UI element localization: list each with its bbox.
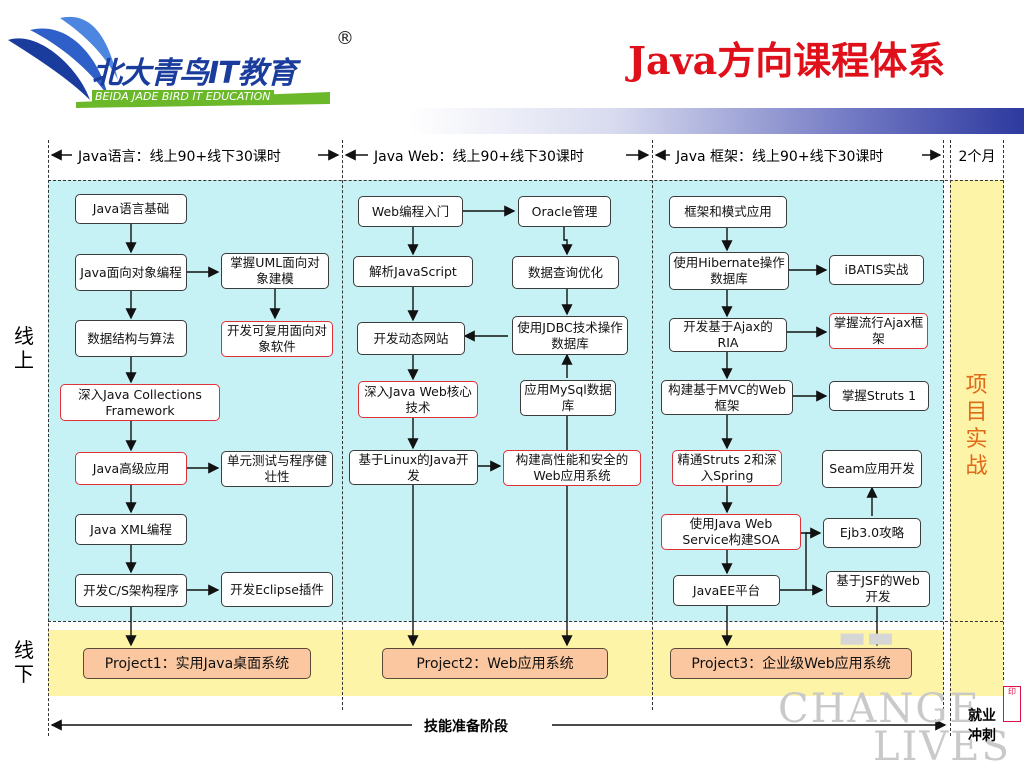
course-jsf: 基于JSF的Web开发 [826,571,930,607]
course-ajax-ria: 开发基于Ajax的RIA [669,318,787,352]
brand-logo: 北大青鸟IT教育 BEIDA JADE BIRD IT EDUCATION ® [0,0,360,112]
course-mvc-framework: 构建基于MVC的Web框架 [661,380,793,415]
practice-zone [950,180,1003,696]
course-struts1: 掌握Struts 1 [829,381,929,411]
divider-top [48,180,1003,181]
course-ejb3: Ejb3.0攻略 [823,518,921,548]
header-gradient-band [0,108,1024,134]
registered-mark: ® [336,28,354,49]
brand-name: 北大青鸟IT教育 [92,56,297,91]
course-reusable-oo: 开发可复用面向对象软件 [221,321,333,357]
course-jdbc: 使用JDBC技术操作数据库 [512,316,628,355]
job-sprint-label: 就业冲刺 [968,708,996,744]
course-java-advanced: Java高级应用 [75,452,187,485]
phase-label-web: Java Web：线上90+线下30课时 [372,146,586,166]
course-ibatis: iBATIS实战 [829,255,924,285]
side-label-online: 线上 [14,324,34,372]
phase-label-practice: 2个月 [958,149,996,165]
project-2: Project2：Web应用系统 [382,648,608,679]
course-cs-dev: 开发C/S架构程序 [75,574,187,607]
divider-3 [943,140,944,710]
course-ajax-frameworks: 掌握流行Ajax框架 [829,313,928,349]
project-1: Project1：实用Java桌面系统 [83,648,311,679]
side-label-offline: 线下 [14,638,34,686]
divider-1 [342,140,343,710]
practice-label: 项目实战 [965,373,988,479]
divider-4 [950,140,951,736]
divider-2 [652,140,653,710]
course-struts2-spring: 精通Struts 2和深入Spring [672,450,782,486]
course-javascript: 解析JavaScript [353,256,473,287]
course-data-structures: 数据结构与算法 [75,320,187,357]
course-java-web-core: 深入Java Web核心技术 [358,381,478,418]
skills-stage-label: 技能准备阶段 [420,716,512,736]
brand-english: BEIDA JADE BIRD IT EDUCATION [92,90,274,103]
course-collections: 深入Java Collections Framework [60,384,220,421]
watermark-change: CHANGE [778,686,981,732]
course-oracle: Oracle管理 [518,196,611,227]
divider-mid [48,621,1003,622]
phase-label-framework: Java 框架：线上90+线下30课时 [674,146,886,166]
course-web-intro: Web编程入门 [358,196,463,227]
watermark-faint: ▬▬ [838,620,895,655]
course-java-xml: Java XML编程 [75,514,187,545]
course-dynamic-site: 开发动态网站 [357,322,465,355]
course-high-perf-web: 构建高性能和安全的Web应用系统 [503,450,641,486]
course-hibernate: 使用Hibernate操作数据库 [669,252,789,290]
divider-right [1003,140,1004,680]
course-web-service-soa: 使用Java Web Service构建SOA [661,514,801,550]
course-unit-testing: 单元测试与程序健壮性 [221,451,333,487]
course-linux-java: 基于Linux的Java开发 [349,450,478,485]
course-java-oop: Java面向对象编程 [75,254,187,291]
course-frameworks-patterns: 框架和模式应用 [669,196,787,228]
red-seal-stamp: 印 [1003,686,1021,722]
course-mysql: 应用MySql数据库 [520,380,616,416]
course-eclipse-plugin: 开发Eclipse插件 [221,572,333,607]
course-java-basics: Java语言基础 [75,194,187,224]
course-uml: 掌握UML面向对象建模 [221,253,329,289]
divider-left [48,140,49,736]
watermark-lives: LIVES [873,724,1011,770]
course-javaee-platform: JavaEE平台 [673,575,780,606]
page-title: Java方向课程体系 [628,38,946,83]
phase-label-java: Java语言：线上90+线下30课时 [76,146,283,166]
course-seam: Seam应用开发 [822,450,922,488]
course-query-optimize: 数据查询优化 [512,256,619,289]
project-3: Project3：企业级Web应用系统 [670,648,912,679]
